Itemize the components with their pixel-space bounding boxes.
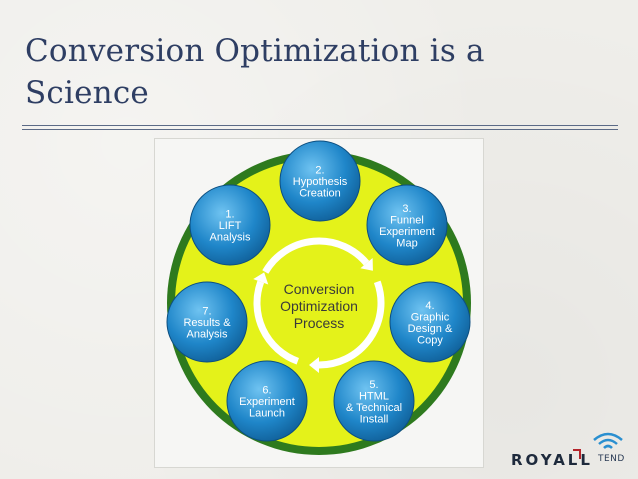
royall-logo-mark	[573, 449, 581, 459]
step-label-line: Install	[360, 413, 389, 425]
wifi-icon	[586, 428, 630, 472]
step-label-line: LIFT	[219, 220, 242, 232]
step-label-line: Analysis	[210, 232, 251, 244]
step-label-line: 3.	[402, 203, 411, 215]
step-label-line: Launch	[249, 408, 285, 420]
royall-logo: ROYALL	[511, 451, 593, 469]
center-label-line: Process	[294, 315, 345, 331]
center-label-line: Optimization	[280, 298, 358, 314]
step-label-line: Copy	[417, 334, 443, 346]
step-label-line: & Technical	[346, 402, 402, 414]
step-circle	[333, 360, 415, 442]
cycle-arrow-arc	[318, 280, 385, 369]
step-label-line: 1.	[225, 209, 234, 221]
title-divider	[22, 125, 618, 126]
cycle-arrows	[253, 237, 385, 373]
cycle-arrowhead	[253, 272, 269, 285]
step-label-line: Experiment	[379, 226, 435, 238]
cycle-arrow-arc	[253, 280, 300, 365]
title-divider-secondary	[22, 129, 618, 130]
step-label-line: Funnel	[390, 214, 424, 226]
step-circle	[189, 184, 271, 266]
step-label-line: Map	[396, 237, 417, 249]
cycle-arrowhead	[360, 258, 373, 271]
step-label-line: 4.	[425, 300, 434, 312]
cycle-arrowhead	[309, 357, 319, 373]
step-nodes: 1.LIFTAnalysis2.HypothesisCreation3.Funn…	[166, 140, 471, 442]
step-label-line: Results &	[183, 317, 231, 329]
step-label-line: Graphic	[411, 311, 450, 323]
step-label-line: Hypothesis	[293, 176, 348, 188]
step-circle	[226, 360, 308, 442]
step-circle	[389, 281, 471, 363]
step-label-line: Analysis	[187, 329, 228, 341]
step-label-line: Experiment	[239, 396, 295, 408]
title-line-1: Conversion Optimization is a	[25, 33, 485, 69]
center-label-line: Conversion	[284, 281, 355, 297]
step-circle	[166, 281, 248, 363]
title-line-2: Science	[25, 75, 149, 111]
step-label-line: 7.	[202, 306, 211, 318]
step-label-line: 5.	[369, 379, 378, 391]
step-circle	[366, 184, 448, 266]
step-label-line: HTML	[359, 390, 389, 402]
step-circle	[279, 140, 361, 222]
step-label-line: 2.	[315, 165, 324, 177]
step-label-line: 6.	[262, 385, 271, 397]
cycle-arrow-arc	[262, 237, 370, 274]
slide-title: Conversion Optimization is a Science	[25, 30, 625, 114]
step-label-line: Design &	[408, 323, 453, 335]
tend-logo: TEND	[598, 454, 625, 464]
step-label-line: Creation	[299, 188, 341, 200]
step-node-7: 7.Results &Analysis	[166, 281, 248, 363]
